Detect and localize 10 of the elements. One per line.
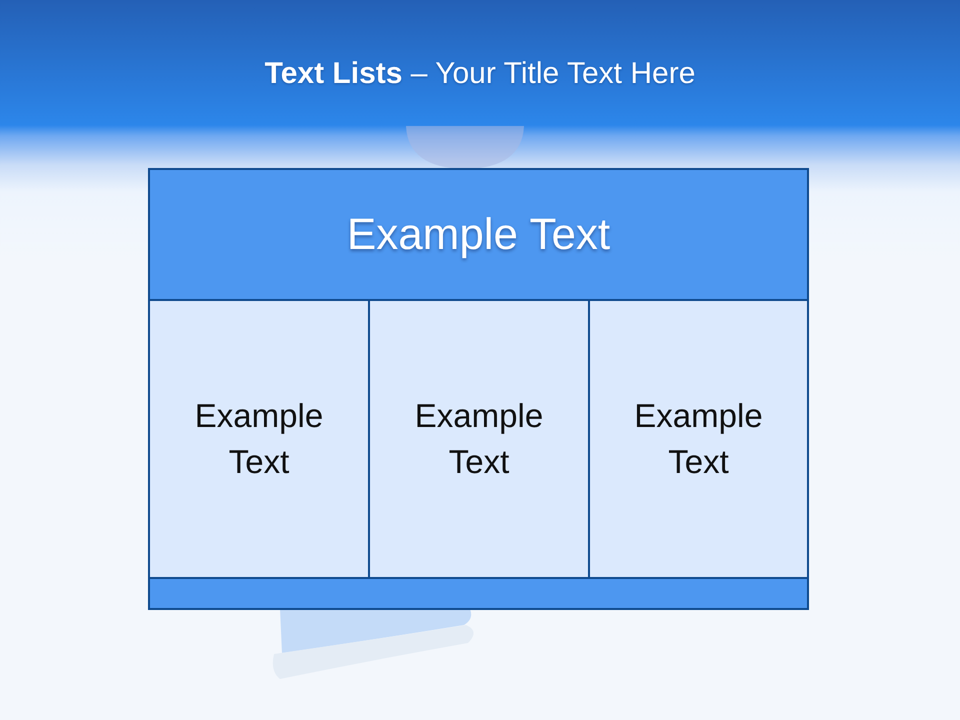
- slide-title: Text Lists – Your Title Text Here: [264, 56, 696, 92]
- cell-text: Example Text: [414, 396, 544, 482]
- text-cell: [148, 299, 370, 579]
- heading-text: Example Text: [346, 208, 610, 260]
- header-band: [148, 168, 809, 301]
- text-cell: [588, 299, 809, 579]
- footer-bar: [148, 577, 809, 610]
- cell-text: Example Text: [194, 396, 324, 482]
- cell-text: Example Text: [633, 396, 764, 482]
- text-cell: [368, 299, 590, 579]
